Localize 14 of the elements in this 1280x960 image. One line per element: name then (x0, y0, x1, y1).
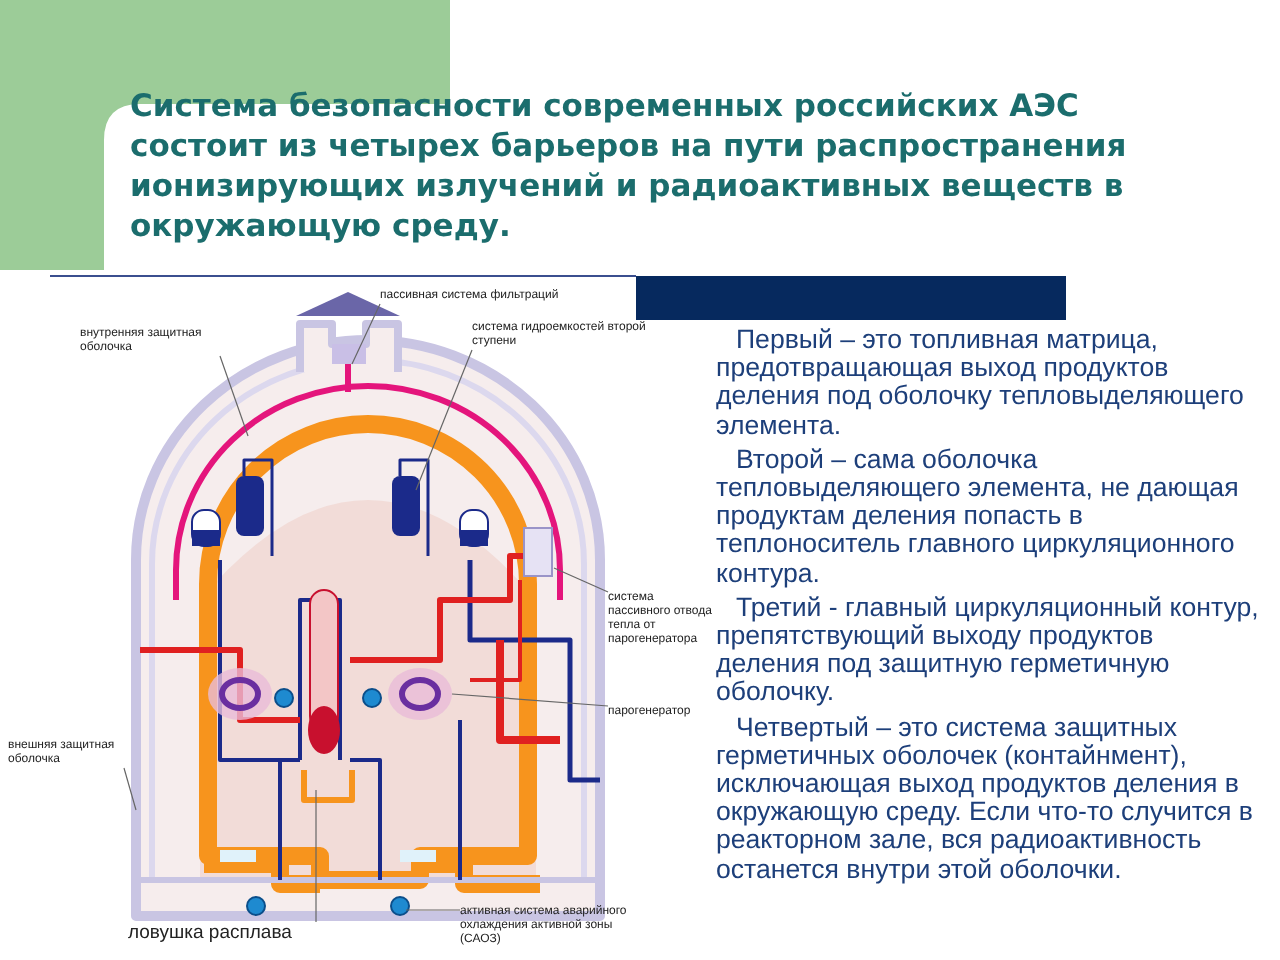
leader-line (351, 303, 381, 365)
paragraph: Второй – сама оболочка тепловыделяющего элемента, не дающая продуктам деления попасть в теплоноситель главного циркуляционного контура. (716, 445, 1241, 588)
leader-line (451, 693, 609, 707)
leader-line (219, 355, 249, 437)
paragraph: Третий - главный циркуляционный контур, препятствующий выходу продуктов деления под защитную герметичную оболочку. (716, 593, 1261, 708)
paragraph: Первый – это топливная матрица, предотвращающая выход продуктов деления под оболочку тепловыделяющего элемента. (716, 326, 1246, 440)
leader-line (405, 909, 461, 911)
title: Система безопасности современных российских АЭС состоит из четырех барьеров на пути распространения ионизирующих излучений и радиоактивных веществ в окружающую среду. (130, 86, 1129, 246)
leader-line (315, 789, 317, 923)
paragraph: Четвертый – это система защитных герметичных оболочек (контайнмент), исключающая выход продуктов деления в окружающую среду. Если что-то случится в реакторном зале, вся радиоактивность останется внутри этой оболочки. (716, 713, 1255, 884)
leader-line (553, 567, 609, 593)
leader-line (415, 349, 473, 491)
leader-line (123, 767, 137, 811)
callout-label: ловушка расплава (128, 922, 328, 944)
